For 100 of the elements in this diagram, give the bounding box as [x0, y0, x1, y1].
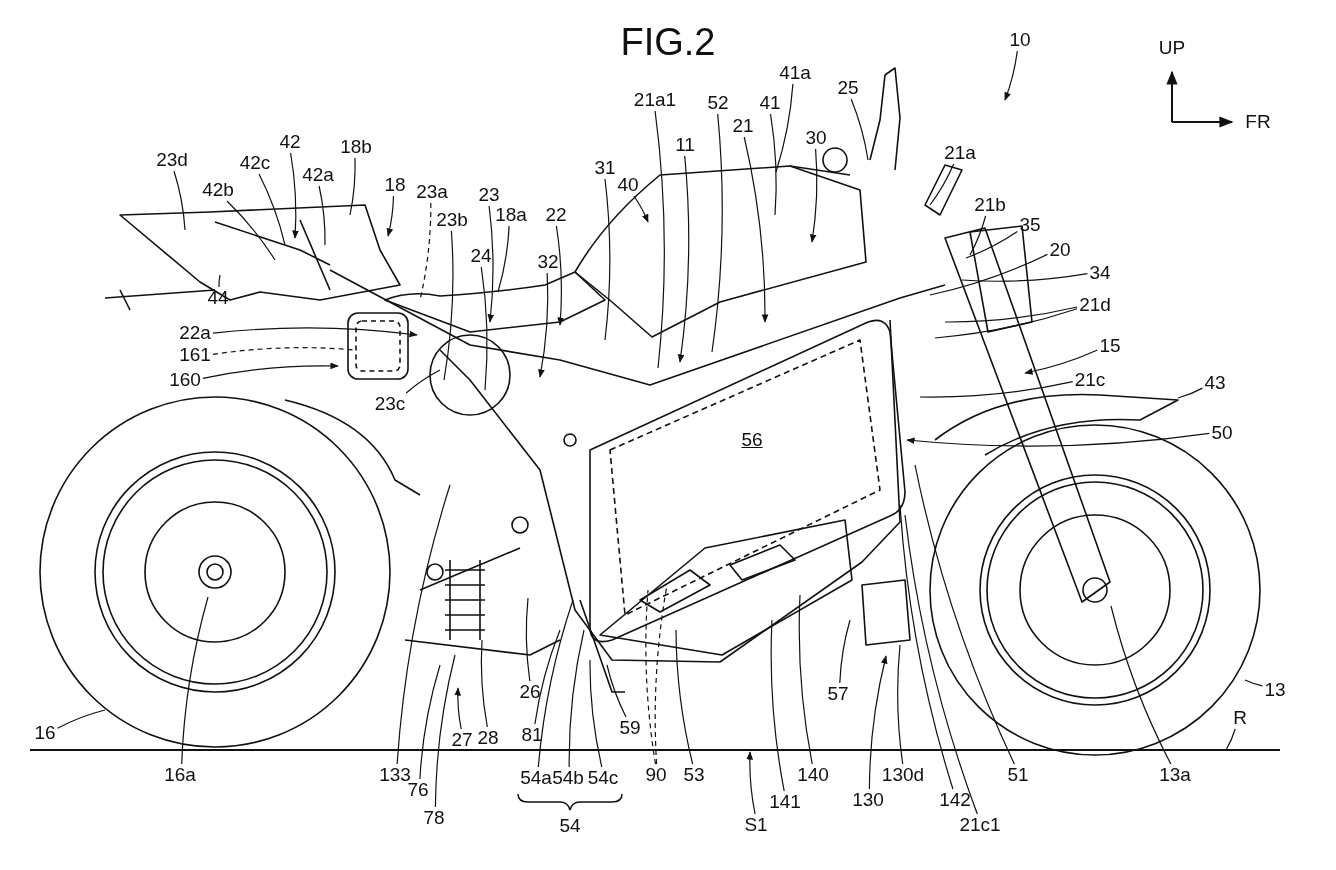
leader-line	[396, 484, 451, 765]
leader-line	[770, 619, 785, 792]
leader-line	[226, 200, 276, 261]
arrow	[487, 205, 495, 323]
leader-line	[929, 253, 1048, 296]
leader-line	[349, 157, 356, 216]
callout-number: 42b	[201, 180, 235, 200]
callout-number: 23d	[155, 150, 189, 170]
arrow	[746, 751, 756, 815]
arrow	[538, 272, 549, 378]
arrow	[633, 195, 649, 223]
callout-number: 54	[558, 816, 582, 836]
callout-number: 23c	[373, 394, 407, 414]
leader-line	[645, 589, 657, 765]
leader-line	[606, 664, 627, 718]
leader-line	[654, 110, 665, 369]
callout-number: 10	[1008, 30, 1032, 50]
leader-line	[604, 178, 611, 341]
leader-line	[1244, 679, 1263, 687]
arrow	[677, 155, 690, 363]
callout-number: 32	[536, 252, 560, 272]
callout-number: 53	[682, 765, 706, 785]
leader-line	[568, 629, 585, 768]
leader-line	[534, 629, 561, 725]
callout-number: 25	[836, 78, 860, 98]
direction-label: FR	[1244, 112, 1272, 132]
callout-number: 21c1	[958, 815, 1002, 835]
callout-number: 31	[593, 158, 617, 178]
leader-line	[1110, 605, 1172, 765]
callout-number: 41a	[778, 63, 812, 83]
figure-title: FIG.2	[620, 20, 716, 64]
callout-number: 130	[851, 790, 885, 810]
callout-number: 21a	[943, 143, 977, 163]
callout-number: 54b	[551, 768, 585, 788]
callout-number: 141	[768, 792, 802, 812]
callout-number: 54a	[519, 768, 553, 788]
callout-number: 41	[758, 93, 782, 113]
leader-line	[775, 83, 794, 173]
direction-label: UP	[1157, 38, 1187, 58]
callout-number: R	[1232, 708, 1248, 728]
leader-line	[443, 230, 454, 381]
callout-number: 22	[544, 205, 568, 225]
leader-line	[1225, 728, 1236, 751]
leader-line	[769, 113, 777, 216]
callout-number: 21c	[1073, 370, 1107, 390]
leader-line	[480, 639, 488, 728]
leader-line	[405, 369, 441, 394]
leader-line	[944, 306, 1078, 323]
leader-line	[897, 644, 904, 765]
leader-line	[961, 273, 1088, 282]
arrow	[454, 687, 462, 730]
arrow	[202, 362, 339, 379]
arrow	[809, 148, 818, 243]
leader-line	[525, 597, 531, 682]
callout-number: 35	[1018, 215, 1042, 235]
leader-line	[181, 596, 209, 765]
callout-number: 44	[206, 288, 230, 308]
callout-number: 42a	[301, 165, 335, 185]
callout-number: 34	[1088, 263, 1112, 283]
leader-line	[934, 308, 1078, 339]
callout-number: 40	[616, 175, 640, 195]
callout-number: 24	[469, 246, 493, 266]
callout-number: 23a	[415, 182, 449, 202]
leader-line	[434, 654, 456, 808]
callout-number: 142	[938, 790, 972, 810]
callout-number: 21b	[973, 195, 1007, 215]
arrow	[1004, 50, 1018, 101]
leader-line	[711, 113, 723, 353]
callout-number: 16	[33, 723, 57, 743]
callout-number: 18a	[494, 205, 528, 225]
callout-number: 81	[520, 725, 544, 745]
arrow	[555, 225, 564, 326]
leader-line	[419, 664, 441, 780]
callout-number: 57	[826, 684, 850, 704]
leader-line	[1177, 387, 1203, 399]
leader-line	[57, 709, 106, 729]
callout-number: 30	[804, 128, 828, 148]
arrow	[868, 655, 888, 790]
leader-line	[318, 185, 326, 246]
callout-number: S1	[743, 815, 769, 835]
leader-line	[929, 163, 955, 206]
callout-number: 21d	[1078, 295, 1112, 315]
leader-line	[899, 504, 954, 790]
callout-number: 52	[706, 93, 730, 113]
leader-line	[589, 659, 603, 768]
leader-line	[904, 514, 978, 815]
callout-number: 140	[796, 765, 830, 785]
callout-number: 16a	[163, 765, 197, 785]
callout-number: 18b	[339, 137, 373, 157]
callout-number: 22a	[178, 323, 212, 343]
callout-number: 18	[383, 175, 407, 195]
callout-number: 23	[477, 185, 501, 205]
leader-line	[212, 347, 356, 355]
arrow	[1024, 349, 1098, 375]
leader-line	[258, 173, 286, 246]
callout-number: 13a	[1158, 765, 1192, 785]
callout-number: 42	[278, 132, 302, 152]
callout-number: 78	[422, 808, 446, 828]
leader-line	[218, 274, 221, 288]
callout-number: 27	[450, 730, 474, 750]
